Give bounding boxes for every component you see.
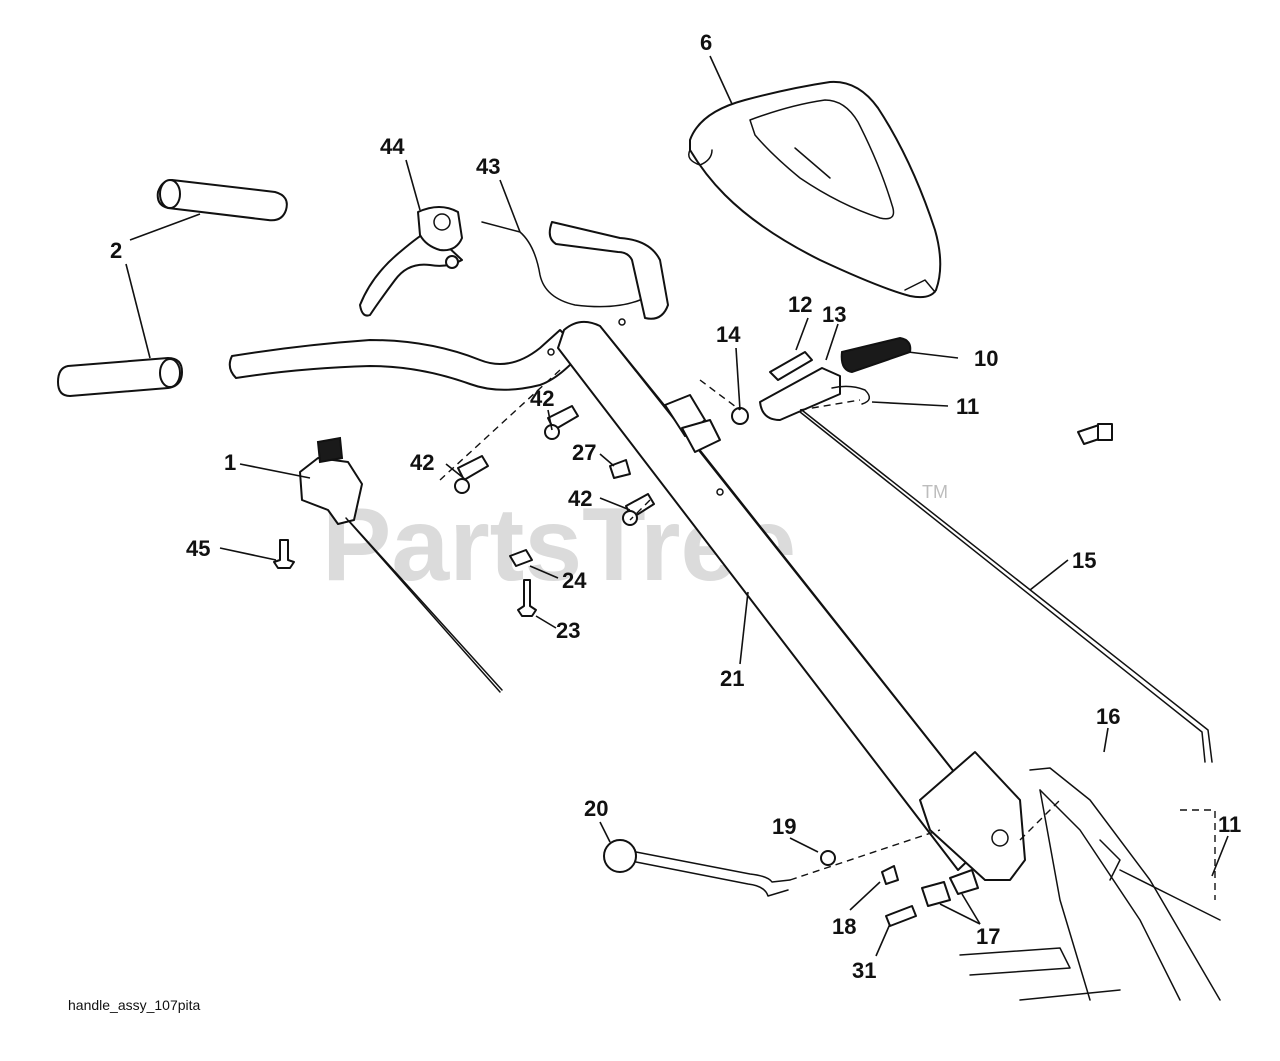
callout-14: 14 — [716, 322, 741, 347]
handlebar — [228, 221, 669, 391]
callout-10: 10 — [974, 346, 998, 371]
callout-1: 1 — [224, 450, 236, 475]
part-43-cable — [481, 221, 641, 308]
tiller-frame — [959, 767, 1221, 1001]
callout-44: 44 — [380, 134, 405, 159]
callout-45: 45 — [186, 536, 210, 561]
callout-31: 31 — [852, 958, 876, 983]
callout-6: 6 — [700, 30, 712, 55]
callout-42-left: 42 — [410, 450, 434, 475]
callout-13: 13 — [822, 302, 846, 327]
trademark: TM — [922, 482, 948, 502]
callout-11-top: 11 — [956, 394, 979, 419]
callout-42-top: 42 — [530, 386, 554, 411]
small-hardware — [273, 405, 1113, 927]
callout-24: 24 — [562, 568, 587, 593]
callout-27: 27 — [572, 440, 596, 465]
part-21-handle-tube — [557, 320, 1026, 881]
callout-21: 21 — [720, 666, 744, 691]
callout-11-bottom: 11 — [1218, 812, 1241, 837]
callout-20: 20 — [584, 796, 608, 821]
callout-42-right: 42 — [568, 486, 592, 511]
part-6-console-cover — [688, 80, 942, 299]
callout-17: 17 — [976, 924, 1000, 949]
part-15-shift-rod — [783, 395, 1213, 763]
callout-19: 19 — [772, 814, 796, 839]
callout-18: 18 — [832, 914, 856, 939]
shift-hardware — [731, 351, 871, 425]
part-2-grips — [57, 179, 288, 397]
leader-lines — [125, 55, 1229, 957]
callout-labels: 6 44 43 2 12 13 14 10 11 42 1 42 27 42 4… — [110, 30, 1241, 983]
diagram-caption: handle_assy_107pita — [68, 997, 201, 1013]
part-1-bracket — [299, 436, 503, 693]
part-20-lever — [603, 839, 791, 897]
callout-15: 15 — [1072, 548, 1096, 573]
callout-2: 2 — [110, 238, 122, 263]
part-44-clutch-lever — [359, 206, 463, 317]
callout-23: 23 — [556, 618, 580, 643]
callout-43: 43 — [476, 154, 500, 179]
callout-16: 16 — [1096, 704, 1120, 729]
assembly-lines — [439, 369, 1216, 900]
callout-12: 12 — [788, 292, 812, 317]
part-10-knob — [840, 336, 912, 374]
